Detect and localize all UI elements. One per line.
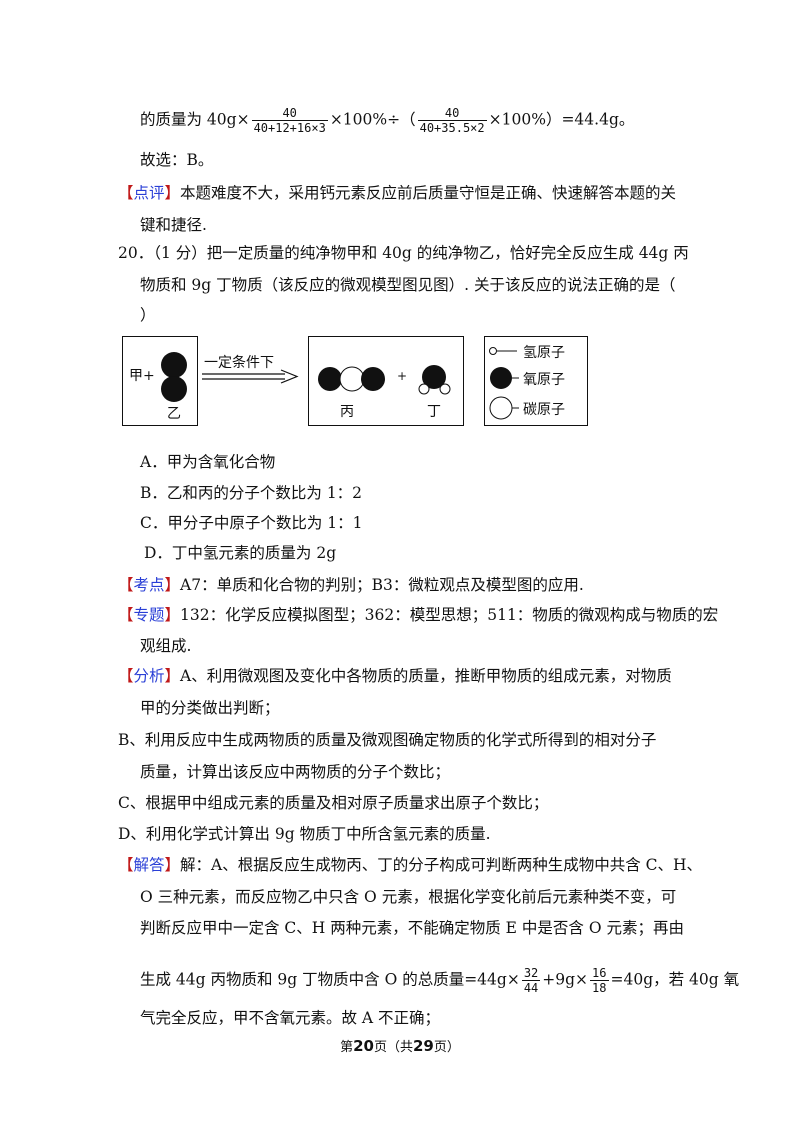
- equation-text: 生成 44g 丙物质和 9g 丁物质中含 O 的总质量=44g×: [140, 970, 520, 989]
- equation-text: ×100%）=44.4g。: [488, 110, 635, 129]
- fraction-denominator: 40+35.5×2: [417, 120, 487, 135]
- page-number: 20: [353, 1037, 374, 1055]
- fraction-numerator: 16: [592, 966, 607, 980]
- fenxi-text-6: D、利用化学式计算出 9g 物质丁中所含氢元素的质量.: [118, 825, 491, 843]
- fraction-numerator: 40: [282, 106, 297, 120]
- fraction-denominator: 18: [590, 980, 609, 995]
- equation-text: ×100%÷（: [329, 110, 416, 129]
- fenxi-text-2: 甲的分类做出判断；: [140, 699, 280, 717]
- zhuanti-tag: 【专题】: [118, 606, 181, 624]
- arrow-condition-label: 一定条件下: [204, 355, 274, 371]
- reactants-box: 甲+ 乙: [122, 336, 198, 426]
- fenxi-text-3: B、利用反应中生成两物质的质量及微观图确定物质的化学式所得到的相对分子: [118, 731, 657, 749]
- jieda-text-3: 判断反应甲中一定含 C、H 两种元素，不能确定物质 E 中是否含 O 元素；再由: [140, 919, 684, 937]
- fraction-denominator: 40+12+16×3: [251, 120, 328, 135]
- fraction-numerator: 40: [444, 106, 460, 120]
- equation-text: =40g，若 40g 氧: [610, 970, 740, 989]
- option-b: B．乙和丙的分子个数比为 1：2: [140, 484, 363, 502]
- zhuanti-text-cont: 观组成.: [140, 637, 192, 655]
- label-ding: 丁: [427, 404, 441, 420]
- fenxi-line: 【分析】A、利用微观图及变化中各物质的质量，推断甲物质的组成元素，对物质: [118, 666, 672, 686]
- label-yi: 乙: [167, 406, 181, 422]
- legend-oxygen-label: 氧原子: [523, 372, 565, 388]
- fenxi-text-4: 质量，计算出该反应中两物质的分子个数比；: [140, 763, 451, 781]
- hydrogen-atom-icon: [489, 347, 497, 355]
- molecule-ding: [418, 365, 451, 395]
- products-box: + 丙 丁: [308, 336, 464, 426]
- kaodian-text: A7：单质和化合物的判别；B3：微粒观点及模型图的应用.: [180, 576, 584, 594]
- zhuanti-text: 132：化学反应模拟图型；362：模型思想；511：物质的微观构成与物质的宏: [180, 606, 719, 624]
- kaodian-tag: 【考点】: [118, 576, 181, 594]
- option-d: D．丁中氢元素的质量为 2g: [144, 544, 337, 562]
- legend-carbon-label: 碳原子: [523, 402, 565, 418]
- label-bing: 丙: [340, 404, 354, 420]
- comment-text: 本题难度不大，采用钙元素反应前后质量守恒是正确、快速解答本题的关: [180, 184, 677, 202]
- equation-text: 的质量为 40g×: [140, 110, 250, 129]
- molecule-bing: [318, 366, 385, 392]
- fraction-numerator: 32: [523, 966, 539, 980]
- comment-tag: 【点评】: [118, 184, 181, 202]
- option-a: A．甲为含氧化合物: [140, 453, 276, 471]
- carbon-atom-icon: [489, 396, 513, 420]
- comment-line: 【点评】本题难度不大，采用钙元素反应前后质量守恒是正确、快速解答本题的关: [118, 183, 676, 203]
- comment-text-cont: 键和捷径.: [140, 216, 207, 234]
- molecule-yi: [161, 352, 187, 402]
- fenxi-text: A、利用微观图及变化中各物质的质量，推断甲物质的组成元素，对物质: [180, 667, 672, 685]
- question-20-line-2: 物质和 9g 丁物质（该反应的微观模型图见图）. 关于该反应的说法正确的是（: [140, 276, 676, 294]
- jieda-tag: 【解答】: [118, 856, 181, 874]
- legend-box: 氢原子 氧原子 碳原子: [484, 336, 588, 426]
- plus-sign: +: [397, 369, 408, 383]
- jieda-text-2: O 三种元素，而反应物乙中只含 O 元素，根据化学变化前后元素种类不变，可: [140, 888, 677, 906]
- jieda-text: 解：A、根据反应生成物丙、丁的分子构成可判断两种生成物中共含 C、H、: [180, 856, 703, 874]
- fenxi-text-5: C、根据甲中组成元素的质量及相对原子质量求出原子个数比；: [118, 794, 549, 812]
- reaction-arrow-icon: [202, 369, 299, 384]
- zhuanti-line: 【专题】132：化学反应模拟图型；362：模型思想；511：物质的微观构成与物质…: [118, 605, 718, 625]
- question-20-line-1: 20．（1 分）把一定质量的纯净物甲和 40g 的纯净物乙，恰好完全反应生成 4…: [118, 244, 689, 262]
- legend-icons: [489, 347, 519, 420]
- equation-text: +9g×: [542, 970, 589, 989]
- oxygen-atom-icon: [490, 367, 512, 389]
- page-footer: 第20页（共29页）: [340, 1037, 460, 1055]
- fenxi-tag: 【分析】: [118, 667, 181, 685]
- page-total: 29: [413, 1037, 434, 1055]
- answer-line: 故选：B。: [140, 151, 214, 169]
- jieda-text-5: 气完全反应，甲不含氧元素。故 A 不正确；: [140, 1009, 441, 1027]
- legend-hydrogen-label: 氢原子: [523, 345, 565, 361]
- jieda-line: 【解答】解：A、根据反应生成物丙、丁的分子构成可判断两种生成物中共含 C、H、: [118, 855, 702, 875]
- kaodian-line: 【考点】A7：单质和化合物的判别；B3：微粒观点及模型图的应用.: [118, 575, 584, 595]
- fraction-denominator: 44: [521, 980, 541, 995]
- question-20-line-3: ）: [140, 306, 156, 324]
- option-c: C．甲分子中原子个数比为 1：1: [140, 514, 363, 532]
- label-jia: 甲+: [129, 368, 155, 384]
